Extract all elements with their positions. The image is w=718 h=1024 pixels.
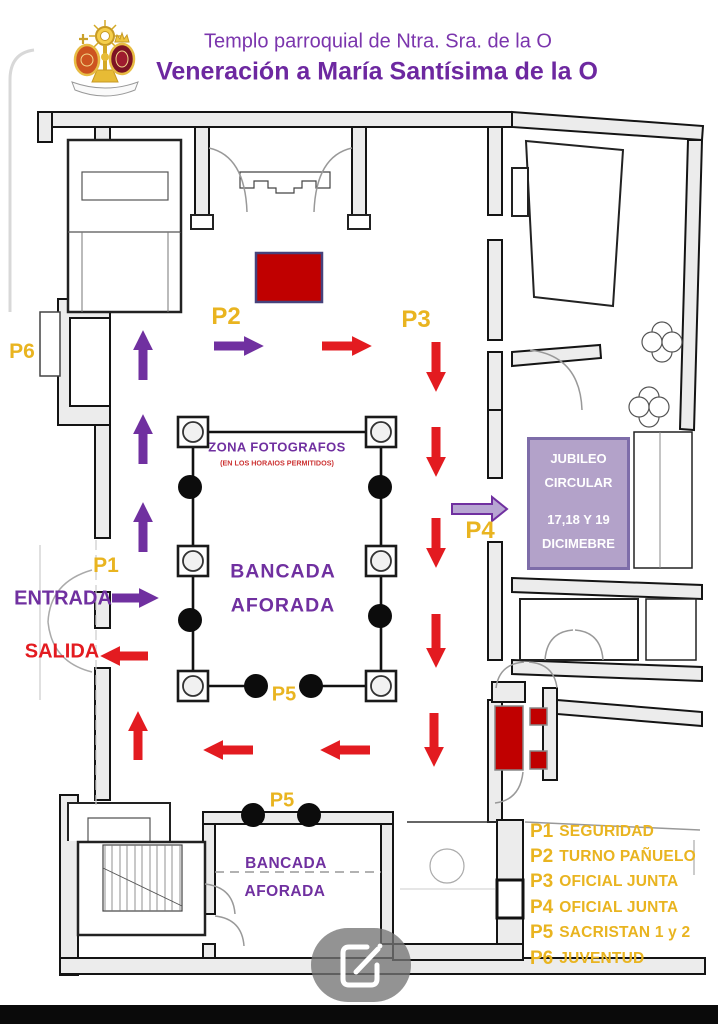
staircase — [104, 845, 181, 911]
exit-label: SALIDA — [24, 640, 100, 663]
jubileo-line2: CIRCULAR — [544, 475, 613, 490]
bottom-system-bar — [0, 1005, 718, 1024]
page-title: Veneración a María Santísima de la O — [156, 57, 598, 86]
crop-frame-corner — [8, 48, 35, 312]
position-dots — [178, 475, 392, 827]
photo-zone-title: ZONA FOTOGRAFOS — [208, 439, 346, 455]
jubileo-notice: JUBILEO CIRCULAR 17,18 Y 19 DICIMEBRE — [527, 437, 630, 570]
column-cluster — [628, 321, 683, 428]
marker-p1: P1 — [93, 554, 119, 577]
bancada-center-line2: AFORADA — [230, 594, 336, 617]
bancada-bottom-line1: BANCADA — [245, 855, 327, 872]
bancada-center-line1: BANCADA — [230, 560, 336, 583]
jubileo-line3: 17,18 Y 19 — [547, 512, 610, 527]
bancada-bottom-line2: AFORADA — [244, 883, 326, 900]
altar — [254, 251, 324, 304]
marker-p4: P4 — [465, 517, 495, 544]
baptismal-font — [429, 848, 465, 884]
walls-group — [37, 110, 706, 976]
bancada-posts — [176, 415, 398, 703]
marker-p5-bottom: P5 — [269, 789, 295, 812]
entrance-label: ENTRADA — [14, 587, 112, 610]
flow-arrows-red — [100, 336, 446, 767]
marker-p6: P6 — [9, 340, 35, 363]
page-subtitle: Templo parroquial de Ntra. Sra. de la O — [204, 30, 552, 53]
arrow-p4 — [451, 494, 509, 524]
parish-emblem-icon — [71, 20, 139, 97]
confessional — [494, 705, 548, 771]
edit-icon — [340, 943, 383, 988]
edit-screenshot-button[interactable] — [311, 928, 411, 1002]
jubileo-line4: DICIMEBRE — [542, 536, 615, 551]
jubileo-line1: JUBILEO — [550, 451, 607, 466]
rooms-group — [39, 138, 701, 947]
marker-p3: P3 — [401, 306, 431, 333]
flow-arrows-purple — [112, 330, 264, 608]
marker-p2: P2 — [211, 303, 241, 330]
bancada-rails — [191, 430, 383, 688]
photo-zone-subtitle: (EN LOS HORAIOS PERMITIDOS) — [220, 458, 334, 468]
marker-p5-center: P5 — [271, 683, 297, 706]
